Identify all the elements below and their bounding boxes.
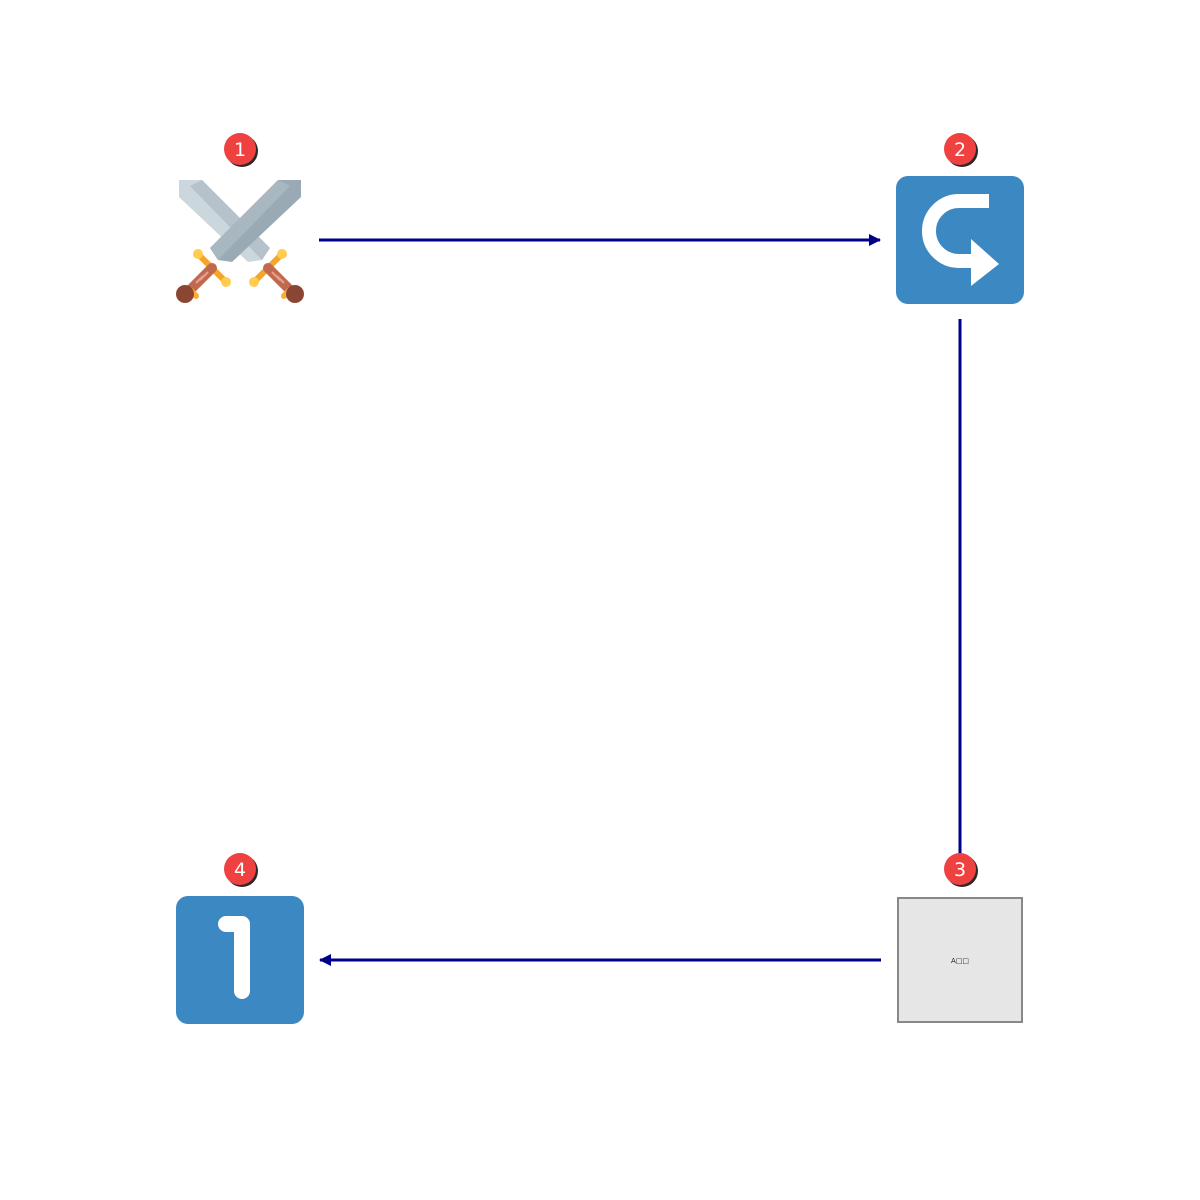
placeholder-image-icon: A□□ xyxy=(897,897,1023,1023)
node-4: 4 xyxy=(176,853,304,1024)
right-arrow-curving-left-icon xyxy=(896,176,1024,304)
step-badge: 1 xyxy=(224,133,258,167)
badge-label: 1 xyxy=(234,139,246,161)
crossed-swords-icon xyxy=(176,180,304,303)
node-3: A□□ 3 xyxy=(897,853,1023,1023)
step-badge: 2 xyxy=(944,133,978,167)
keycap-digit-one-icon xyxy=(176,896,304,1024)
badge-label: 3 xyxy=(954,859,966,881)
step-badge: 3 xyxy=(944,853,978,887)
badge-label: 2 xyxy=(954,139,966,161)
step-badge: 4 xyxy=(224,853,258,887)
node-1: 1 xyxy=(176,133,304,303)
node-2: 2 xyxy=(896,133,1024,304)
placeholder-caption: A□□ xyxy=(951,957,969,965)
badge-label: 4 xyxy=(234,859,246,881)
